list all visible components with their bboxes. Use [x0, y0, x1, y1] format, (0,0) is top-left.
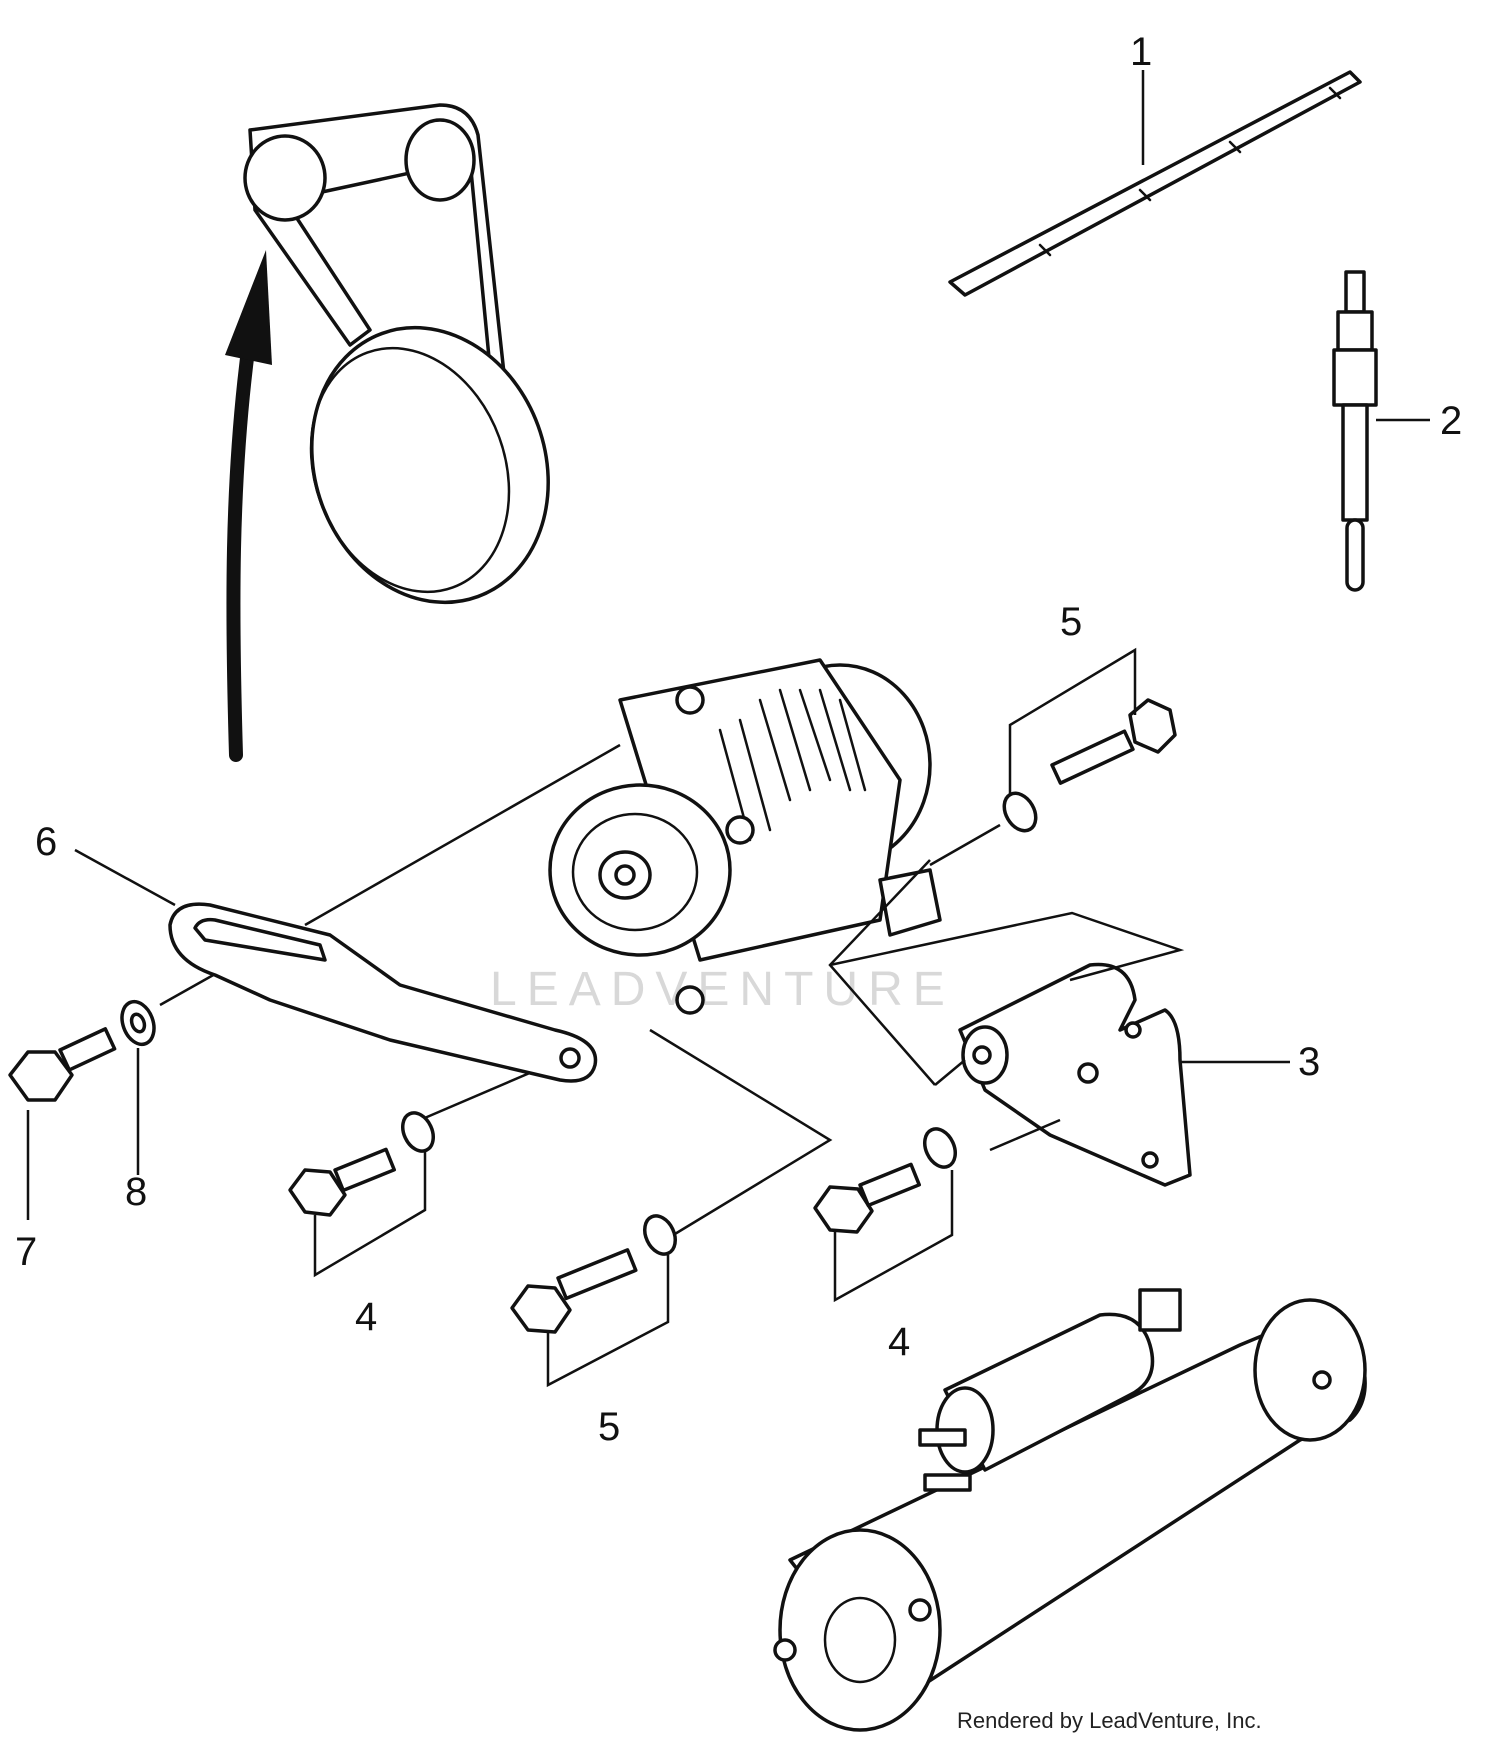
callout-4a: 4 — [355, 1295, 377, 1339]
leader-5a — [1008, 647, 1137, 795]
callout-5b: 5 — [598, 1405, 620, 1449]
bolt-4-right-icon — [813, 1127, 957, 1234]
watermark-text: LEADVENTURE — [490, 963, 955, 1016]
washer-8-icon — [120, 999, 156, 1047]
bolt-4-left-icon — [288, 1111, 435, 1217]
glow-plug-icon — [1332, 270, 1378, 592]
callout-2: 2 — [1440, 399, 1462, 443]
callout-6: 6 — [35, 820, 57, 864]
bolt-5-lower-icon — [510, 1214, 677, 1334]
callout-3: 3 — [1298, 1040, 1320, 1084]
callout-7: 7 — [15, 1230, 37, 1274]
gasket-icon — [948, 70, 1362, 297]
callout-4b: 4 — [888, 1320, 910, 1364]
leader-6 — [74, 848, 176, 907]
bolt-7-icon — [8, 1027, 117, 1102]
direction-arrow-icon — [225, 250, 272, 762]
belt-routing-icon — [243, 103, 550, 605]
callout-8: 8 — [125, 1170, 147, 1214]
adjust-link-icon — [168, 902, 598, 1083]
callout-1: 1 — [1130, 30, 1152, 74]
leader-4b — [833, 1170, 954, 1303]
leader-4a — [313, 1150, 427, 1278]
credit-text: Rendered by LeadVenture, Inc. — [957, 1708, 1262, 1733]
leader-5b — [546, 1255, 670, 1388]
bolt-5-upper-icon — [1002, 698, 1177, 833]
bracket-icon — [958, 962, 1192, 1187]
callout-5a: 5 — [1060, 600, 1082, 644]
starter-motor-icon — [773, 1288, 1367, 1732]
alternator-icon — [548, 658, 942, 1015]
